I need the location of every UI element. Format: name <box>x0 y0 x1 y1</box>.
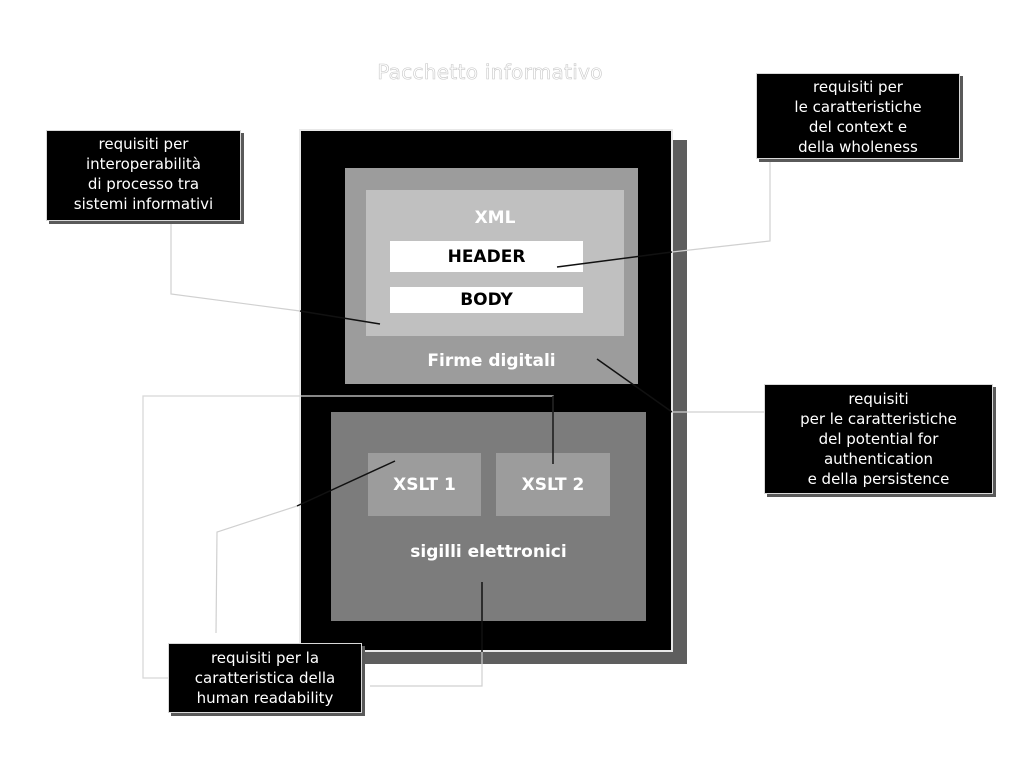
callout-line: human readability <box>196 689 334 707</box>
callout-line: le caratteristiche <box>794 98 922 116</box>
callout-line: del context e <box>808 118 908 136</box>
callout-line: sistemi informativi <box>73 195 214 213</box>
connector-interoperability <box>170 222 301 312</box>
callout-authentication-persistence: requisiti per le caratteristiche del pot… <box>764 384 993 494</box>
callout-line: requisiti per la <box>210 649 320 667</box>
callout-line: requisiti per <box>813 78 903 96</box>
electronic-seals-area <box>331 412 646 621</box>
callout-line: authentication <box>823 450 934 468</box>
diagram-title: Pacchetto informativo <box>377 60 603 85</box>
xslt-2-block: XSLT 2 <box>496 453 610 516</box>
callout-context-wholeness: requisiti per le caratteristiche del con… <box>756 73 960 159</box>
digital-signatures-label: Firme digitali <box>427 351 556 371</box>
callout-line: requisiti <box>848 390 909 408</box>
callout-line: e della persistence <box>807 470 950 488</box>
body-block: BODY <box>390 287 583 313</box>
electronic-seals-label: sigilli elettronici <box>410 542 567 562</box>
header-block: HEADER <box>390 241 583 272</box>
callout-line: caratteristica della <box>194 669 336 687</box>
callout-line: di processo tra <box>87 175 200 193</box>
callout-line: requisiti per <box>98 135 189 153</box>
xml-label: XML <box>474 208 516 228</box>
connector-xslt1 <box>215 505 298 634</box>
callout-human-readability: requisiti per la caratteristica della hu… <box>168 643 362 713</box>
xslt-1-block: XSLT 1 <box>368 453 481 516</box>
callout-line: della wholeness <box>798 138 918 156</box>
callout-interoperability: requisiti per interoperabilità di proces… <box>46 130 241 221</box>
callout-line: per le caratteristiche <box>800 410 957 428</box>
callout-line: del potential for <box>818 430 939 448</box>
callout-line: interoperabilità <box>85 155 201 173</box>
